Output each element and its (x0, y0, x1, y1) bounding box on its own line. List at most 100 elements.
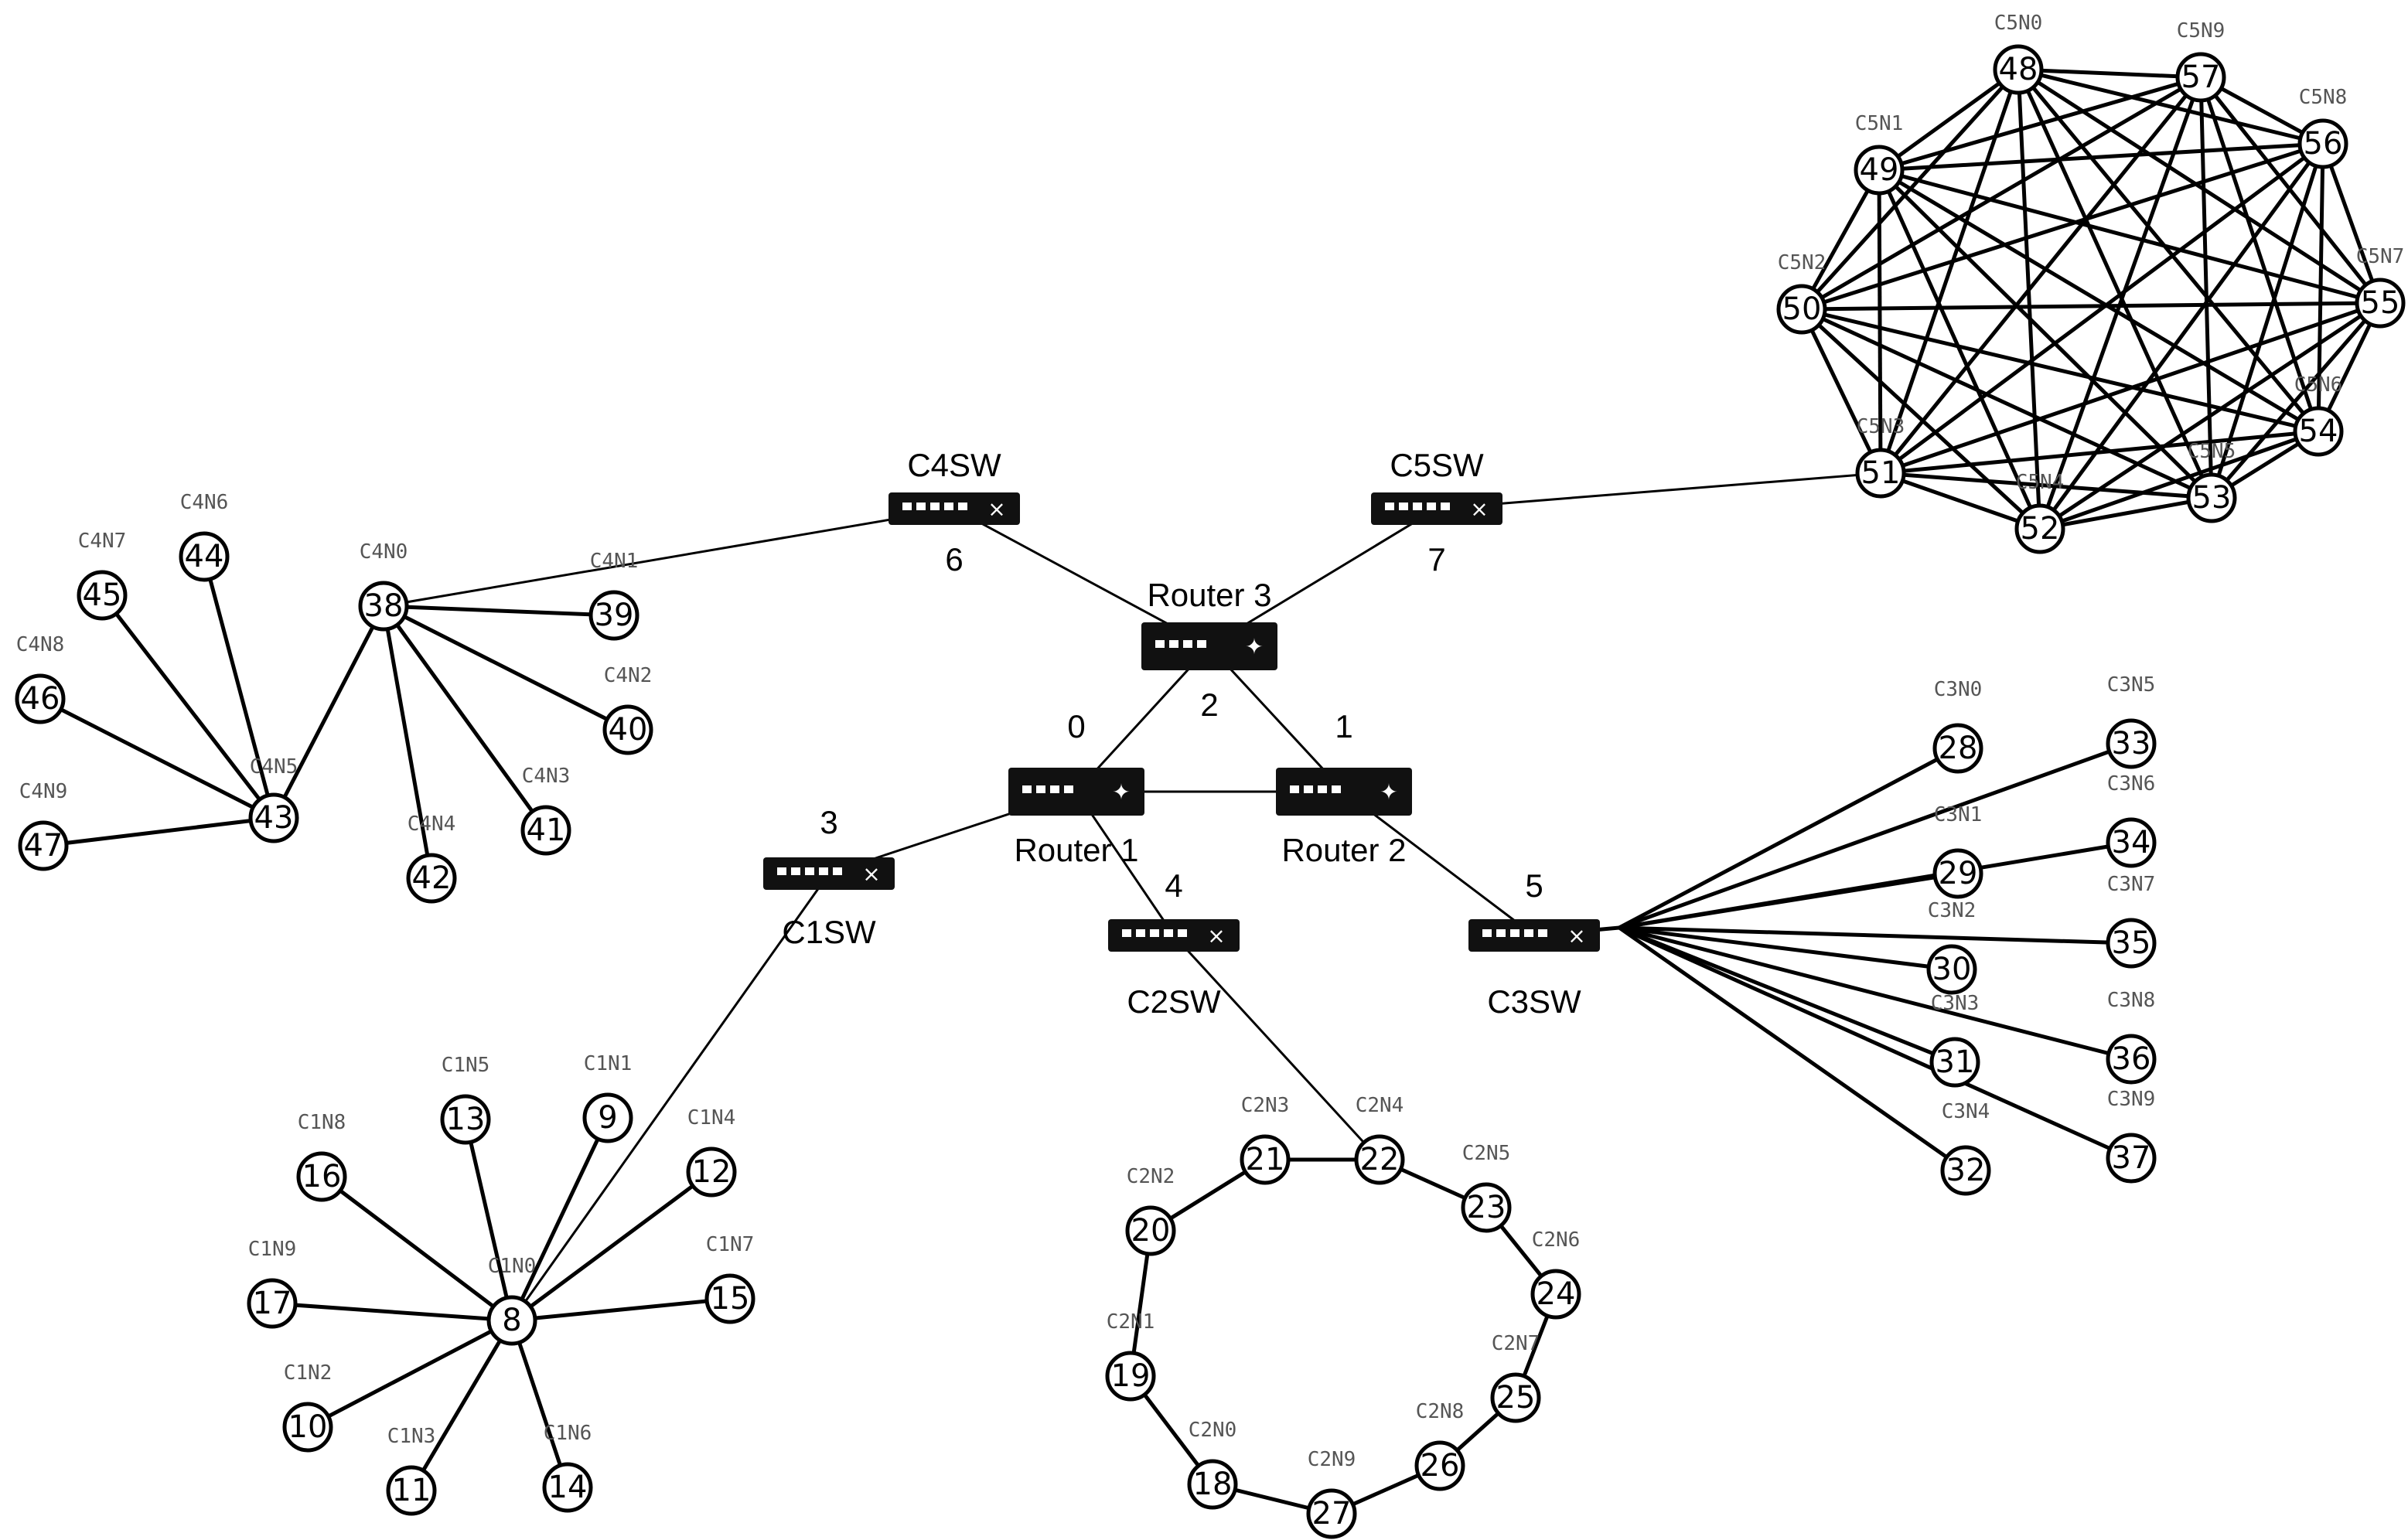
node-label: C3N6 (2107, 772, 2156, 796)
node-number: 47 (24, 828, 63, 864)
node-label: C3N3 (1931, 992, 1980, 1015)
link-52-57 (2038, 77, 2203, 530)
link-51-53 (1880, 471, 2212, 500)
arrows-icon: ✦ (1245, 634, 1263, 659)
node-label: C5N9 (2177, 19, 2226, 43)
port-icon (1064, 785, 1073, 793)
link-8-13 (463, 1119, 514, 1321)
node-label: C1N4 (687, 1106, 736, 1129)
router1-number: 0 (1067, 708, 1085, 744)
node-number: 31 (1936, 1044, 1975, 1080)
host-node-31[interactable]: 31 C3N3 (1929, 992, 1980, 1088)
link-8-10 (306, 1318, 513, 1429)
host-icon (2297, 118, 2348, 169)
node-number: 8 (502, 1303, 521, 1338)
link-c2sw-22 (1172, 934, 1381, 1161)
port-icon (1399, 503, 1408, 510)
node-number: 20 (1131, 1213, 1171, 1249)
link-50-57 (1800, 75, 2202, 312)
node-label: C1N3 (387, 1425, 436, 1448)
host-icon (588, 590, 640, 641)
link-38-40 (382, 604, 629, 732)
port-icon (1332, 785, 1341, 793)
port-icon (1318, 785, 1327, 793)
port-icon (1197, 640, 1206, 648)
link-c5sw-51 (1436, 472, 1881, 510)
link-50-53 (1800, 307, 2213, 500)
host-icon (386, 1465, 437, 1516)
host-icon (282, 1402, 333, 1453)
node-number: 36 (2112, 1041, 2151, 1077)
host-icon (440, 1094, 491, 1145)
link-bus-33 (1618, 741, 2132, 930)
node-label: C2N4 (1356, 1094, 1404, 1117)
link-38-42 (381, 605, 434, 879)
node-number: 45 (83, 578, 122, 613)
link-8-15 (511, 1296, 731, 1323)
node-label: C2N1 (1107, 1310, 1155, 1334)
host-icon (248, 792, 299, 843)
c5sw-label: C5SW (1390, 447, 1484, 483)
node-number: 26 (1421, 1448, 1460, 1484)
host-icon (247, 1278, 298, 1329)
port-icon (916, 503, 926, 510)
